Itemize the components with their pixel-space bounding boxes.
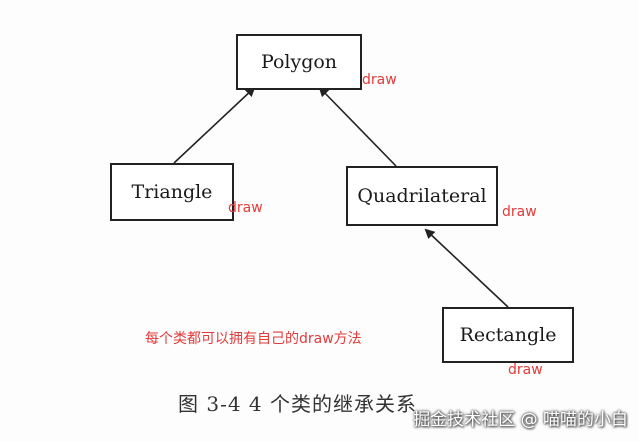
node-triangle: Triangle [110, 163, 234, 221]
node-polygon-label: Polygon [260, 51, 338, 73]
node-rectangle: Rectangle [442, 307, 574, 363]
node-rectangle-label: Rectangle [459, 324, 557, 346]
watermark: 掘金技术社区 @ 喵喵的小白 [413, 410, 628, 430]
method-label-polygon: draw [362, 72, 397, 88]
arrow-triangle-to-polygon [173, 86, 256, 164]
figure-caption: 图 3-4 4 个类的继承关系 [178, 392, 418, 416]
node-triangle-label: Triangle [131, 181, 213, 203]
method-label-quadrilateral: draw [502, 204, 537, 220]
annotation-note: 每个类都可以拥有自己的draw方法 [145, 331, 362, 347]
node-quadrilateral-label: Quadrilateral [357, 185, 487, 207]
node-polygon: Polygon [236, 34, 362, 90]
method-label-triangle: draw [228, 200, 263, 216]
arrow-quadrilateral-to-polygon [318, 86, 397, 167]
node-quadrilateral: Quadrilateral [346, 166, 498, 226]
method-label-rectangle: draw [508, 362, 543, 378]
arrow-rectangle-to-quadrilateral [424, 228, 509, 308]
